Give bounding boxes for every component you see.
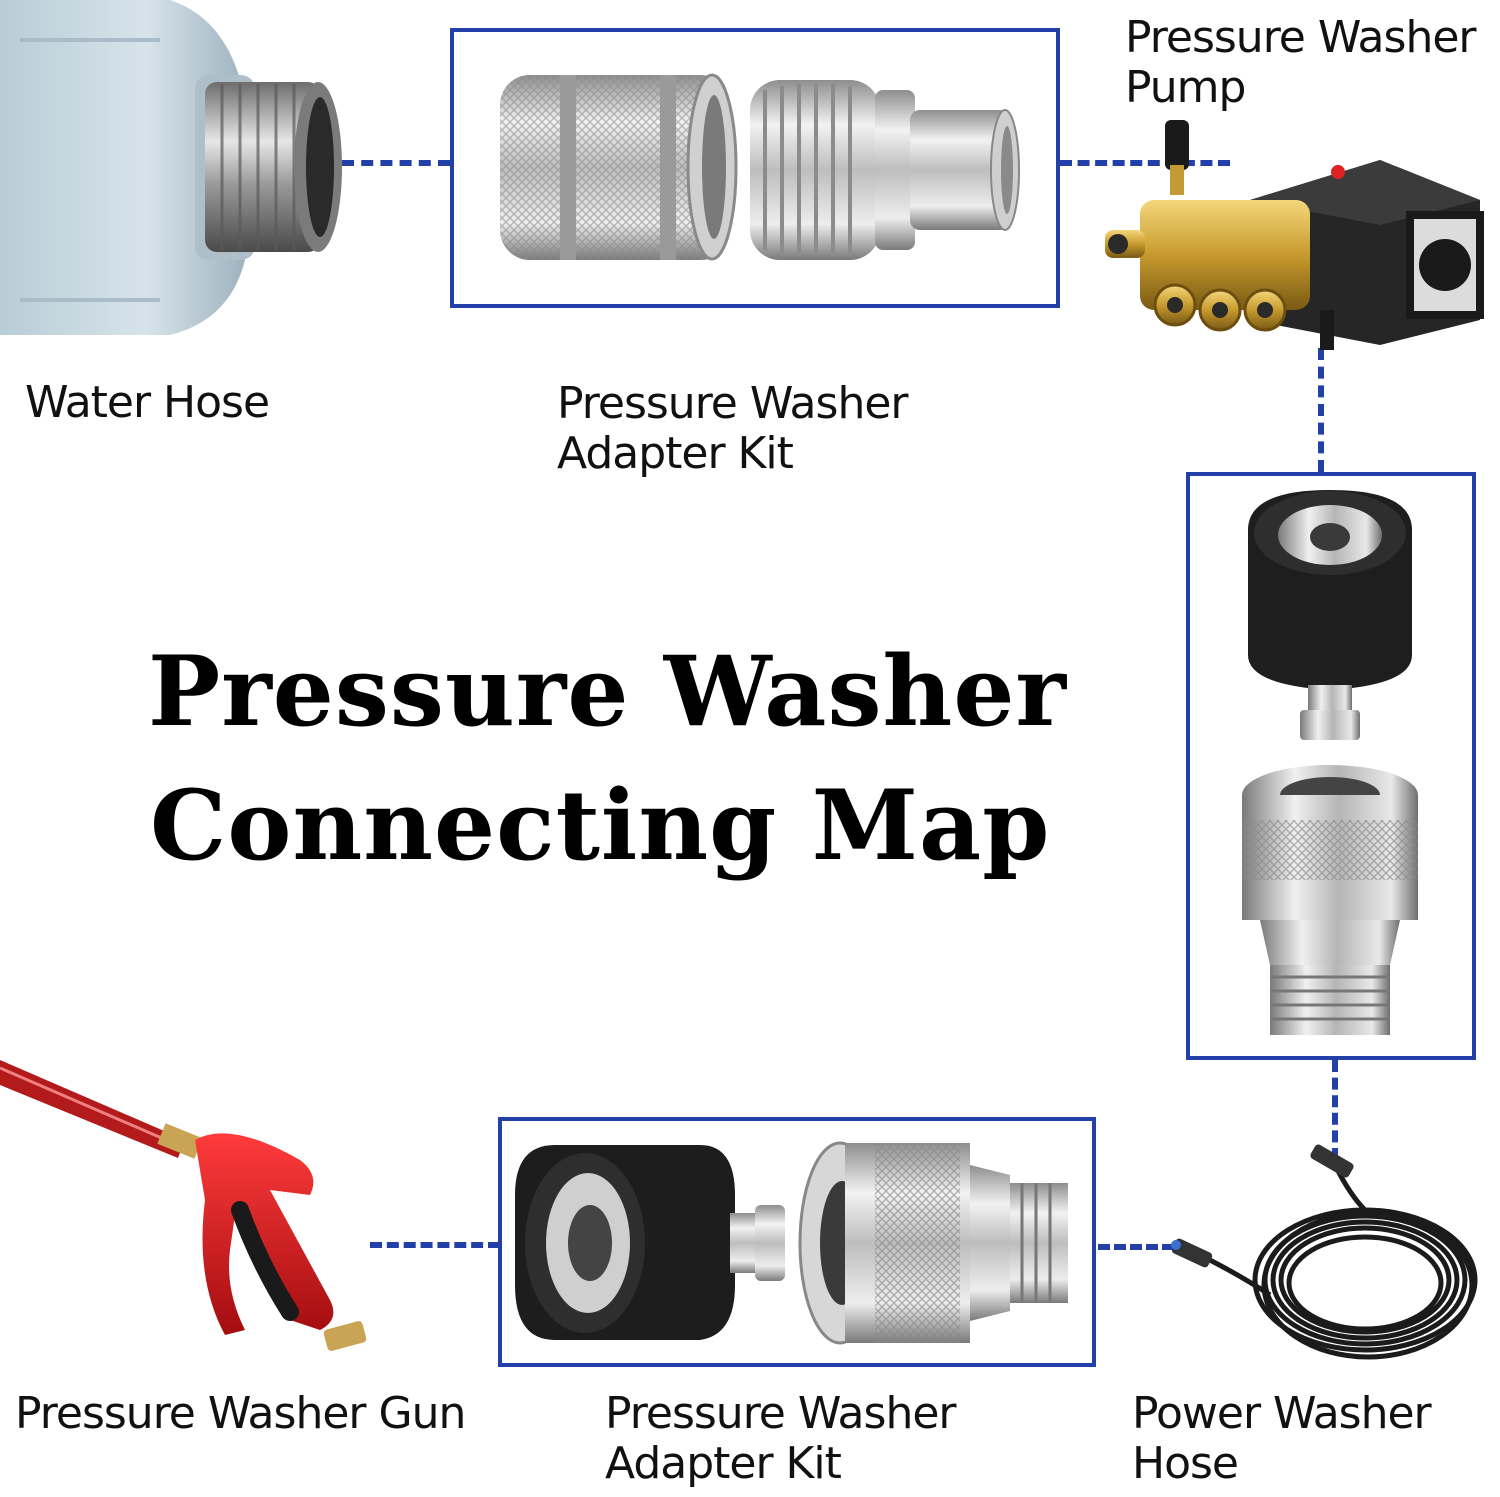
diagram-title-line2: Connecting Map: [150, 769, 1051, 882]
label-adapter-kit-bottom-line1: Pressure Washer: [605, 1388, 956, 1439]
connector-kit-to-pump: [1060, 160, 1230, 166]
label-adapter-kit-top-line2: Adapter Kit: [557, 428, 794, 479]
label-adapter-kit-bottom-line2: Adapter Kit: [605, 1438, 842, 1489]
label-water-hose: Water Hose: [25, 377, 270, 428]
m22-coupler-pair-icon: [515, 1141, 1068, 1345]
adapter-kit-right-frame: [1186, 472, 1476, 1060]
diagram-title-line1: Pressure Washer: [148, 635, 1067, 748]
m22-quick-connect-couplers-icon: [1242, 490, 1418, 1035]
connector-kit-to-gun: [370, 1242, 500, 1248]
label-pump-line2: Pump: [1125, 62, 1246, 113]
adapter-kit-bottom-frame: [498, 1117, 1096, 1367]
brass-pump-icon: [1105, 120, 1484, 350]
connector-hose-to-kit: [342, 160, 450, 166]
label-power-hose-line1: Power Washer: [1132, 1388, 1432, 1439]
quick-connect-couplers-icon: [500, 73, 1020, 261]
label-power-hose-line2: Hose: [1132, 1438, 1239, 1489]
adapter-kit-top-frame: [450, 28, 1060, 308]
label-gun: Pressure Washer Gun: [15, 1388, 466, 1439]
connector-power-hose-to-kit: [1098, 1244, 1190, 1250]
connector-kit-to-power-hose: [1332, 1060, 1338, 1160]
water-hose-fitting-icon: [0, 0, 342, 335]
spray-gun-icon: [0, 1060, 367, 1351]
coiled-hose-icon: [1171, 1144, 1478, 1360]
label-pump-line1: Pressure Washer: [1125, 12, 1476, 63]
label-adapter-kit-top-line1: Pressure Washer: [557, 378, 908, 429]
connector-pump-to-kit: [1318, 348, 1324, 472]
